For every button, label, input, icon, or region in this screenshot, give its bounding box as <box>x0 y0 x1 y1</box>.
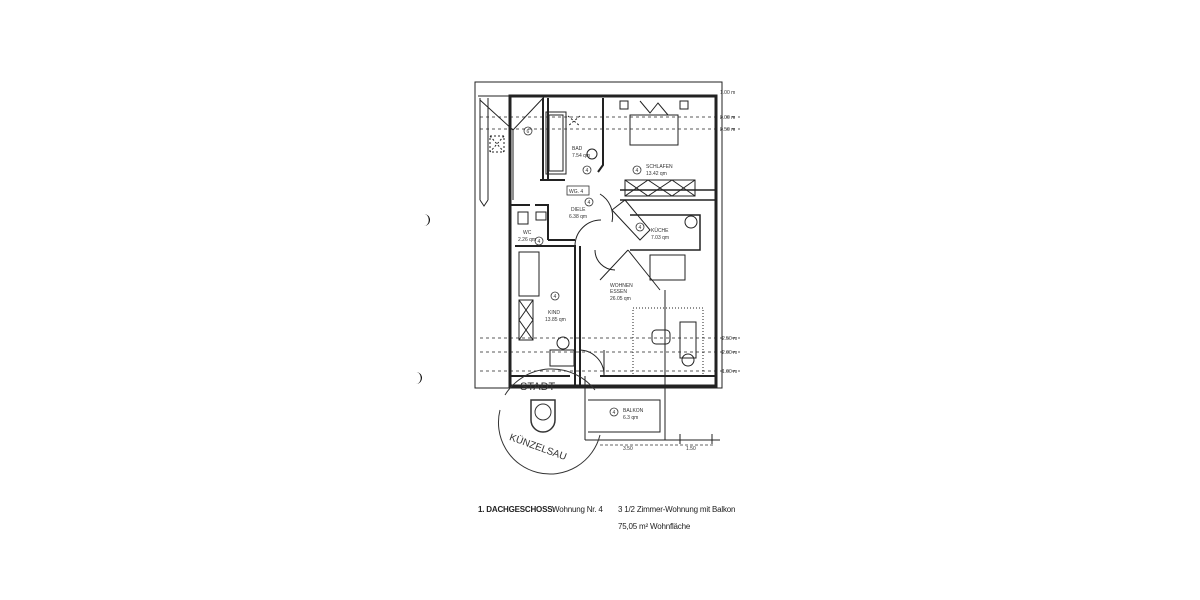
marker-label: 4 <box>538 239 541 245</box>
marker-label: 6 <box>527 129 530 135</box>
room-name: WOHNEN <box>610 283 633 289</box>
height-label: 2.50 m <box>720 127 735 133</box>
room-marker-labels: 6 4 4 4 4 4 4 4 <box>527 129 642 416</box>
marker-label: 4 <box>636 168 639 174</box>
room-name: BAD <box>572 146 583 152</box>
room-name: KÜCHE <box>651 227 669 234</box>
room-area: 2.26 qm <box>518 237 536 243</box>
dimension-label: 3.50 <box>623 446 633 452</box>
dimension-label: 1.50 <box>686 446 696 452</box>
height-label: 2.50 m <box>722 336 737 342</box>
room-area: 7.54 qm <box>572 153 590 159</box>
room-name: KIND <box>548 310 560 316</box>
stamp-top-text: STADT <box>520 381 556 393</box>
stamp-bottom-text: KÜNZELSAU <box>508 431 569 463</box>
height-label: 2.00 m <box>720 115 735 121</box>
room-area: 13.42 qm <box>646 171 667 177</box>
room-area: 6.38 qm <box>569 214 587 220</box>
marker-label: 4 <box>639 225 642 231</box>
room-area: 7.03 qm <box>651 235 669 241</box>
caption-area: 75,05 m² Wohnfläche <box>618 522 691 531</box>
caption-unit: Wohnung Nr. 4 <box>552 505 603 514</box>
caption-type: 3 1/2 Zimmer-Wohnung mit Balkon <box>618 505 736 514</box>
marker-label: 4 <box>588 200 591 206</box>
height-label: 1.00 m <box>720 90 735 96</box>
punch-hole-bottom <box>416 372 422 384</box>
punch-hole-top <box>424 214 430 226</box>
height-label: 2.00 m <box>722 350 737 356</box>
marker-label: 4 <box>554 294 557 300</box>
height-label: 1.00 m <box>722 369 737 375</box>
unit-tag-box <box>566 185 590 196</box>
room-name-2: ESSEN <box>610 289 627 295</box>
room-name: SCHLAFEN <box>646 164 673 170</box>
marker-label: 4 <box>613 410 616 416</box>
room-name: DIELE <box>571 207 586 213</box>
marker-label: 4 <box>586 168 589 174</box>
room-markers <box>523 126 645 417</box>
room-labels: BAD 7.54 qm SCHLAFEN 13.42 qm DIELE 6.38… <box>518 146 673 421</box>
room-area: 13.85 qm <box>545 317 566 323</box>
room-name: WC <box>523 230 532 236</box>
room-area: 6.3 qm <box>623 415 638 421</box>
walls <box>474 81 740 444</box>
caption-floor: 1. DACHGESCHOSS: <box>478 505 555 514</box>
unit-tag: WG. 4 <box>569 189 583 195</box>
room-name: BALKON <box>623 408 644 414</box>
height-labels: 1.00 m 2.00 m 2.50 m 2.50 m 2.00 m 1.00 … <box>623 90 737 452</box>
room-area: 26.05 qm <box>610 296 631 302</box>
